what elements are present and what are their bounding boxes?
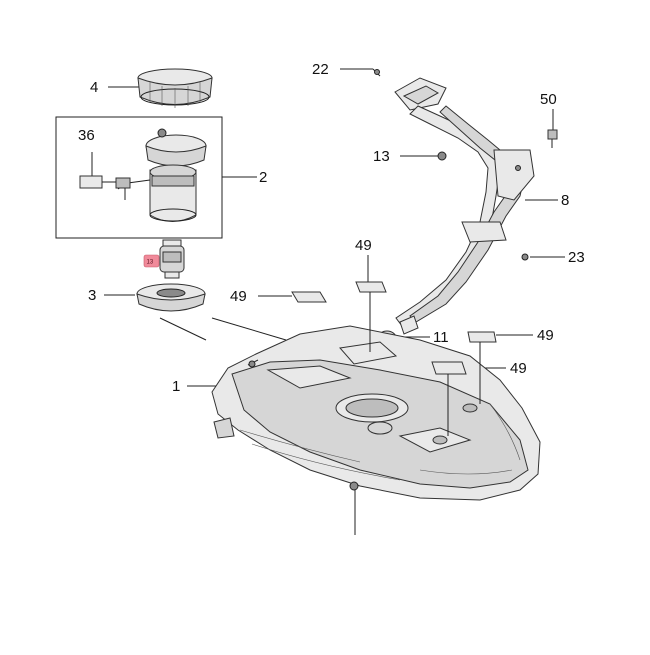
callout-2: 2 [259, 169, 267, 186]
callout-36: 36 [78, 127, 95, 144]
callout-49-top: 49 [355, 237, 372, 254]
filler-neck [372, 68, 558, 346]
callout-1: 1 [172, 378, 180, 395]
callout-13: 13 [373, 148, 390, 165]
callout-49-right: 49 [537, 327, 554, 344]
fuel-pump-13: 13 [143, 239, 185, 279]
callout-49-left: 49 [230, 288, 247, 305]
pump-module-box [55, 116, 223, 239]
callout-22: 22 [312, 61, 329, 78]
callout-4: 4 [90, 79, 98, 96]
callout-labels: 4 36 2 3 22 50 13 8 23 49 49 11 49 49 1 [78, 61, 585, 395]
callout-49-lower: 49 [510, 360, 527, 377]
callout-3: 3 [88, 287, 96, 304]
leader-lines [91, 68, 565, 535]
lock-ring [137, 68, 213, 108]
highlight-badge-label: 13 [147, 260, 154, 266]
callout-50: 50 [540, 91, 557, 108]
highlight-badge [143, 254, 160, 268]
pads-49 [291, 281, 497, 436]
callout-8: 8 [561, 192, 569, 209]
callout-23: 23 [568, 249, 585, 266]
fuel-tank [211, 325, 541, 501]
seal-ring [136, 283, 206, 312]
callout-11: 11 [433, 329, 449, 346]
